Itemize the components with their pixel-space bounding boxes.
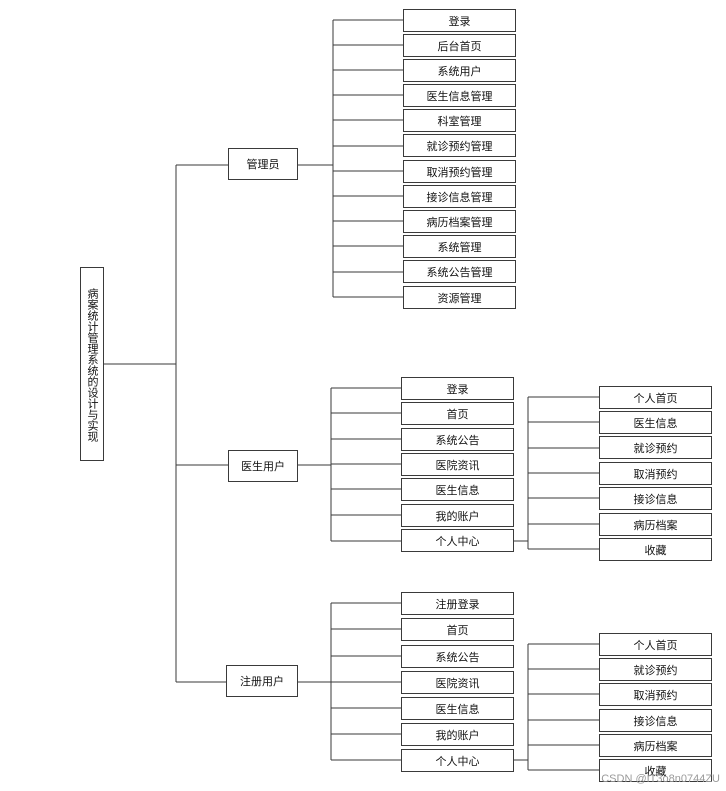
doctor-item: 登录	[401, 377, 514, 400]
registered-sub-item: 接诊信息	[599, 709, 712, 732]
doctor-item: 系统公告	[401, 428, 514, 451]
doctor-sub-item: 取消预约	[599, 462, 712, 485]
admin-item: 病历档案管理	[403, 210, 516, 233]
admin-item: 就诊预约管理	[403, 134, 516, 157]
root-label: 病案统计管理系统的设计与实现	[86, 288, 99, 442]
registered-item: 系统公告	[401, 645, 514, 668]
registered-item: 首页	[401, 618, 514, 641]
admin-item: 科室管理	[403, 109, 516, 132]
registered-item: 注册登录	[401, 592, 514, 615]
registered-item: 医生信息	[401, 697, 514, 720]
doctor-sub-item: 收藏	[599, 538, 712, 561]
doctor-item: 医生信息	[401, 478, 514, 501]
registered-sub-item: 病历档案	[599, 734, 712, 757]
doctor-sub-item: 病历档案	[599, 513, 712, 536]
admin-item: 取消预约管理	[403, 160, 516, 183]
branch-node-doctor: 医生用户	[228, 450, 298, 482]
registered-item: 我的账户	[401, 723, 514, 746]
branch-node-admin: 管理员	[228, 148, 298, 180]
admin-item: 登录	[403, 9, 516, 32]
doctor-item: 个人中心	[401, 529, 514, 552]
branch-node-registered: 注册用户	[226, 665, 298, 697]
registered-sub-item: 个人首页	[599, 633, 712, 656]
registered-item: 个人中心	[401, 749, 514, 772]
registered-item: 医院资讯	[401, 671, 514, 694]
doctor-item: 我的账户	[401, 504, 514, 527]
admin-item: 接诊信息管理	[403, 185, 516, 208]
doctor-sub-item: 接诊信息	[599, 487, 712, 510]
doctor-item: 首页	[401, 402, 514, 425]
branch-label: 医生用户	[241, 460, 285, 473]
doctor-item: 医院资讯	[401, 453, 514, 476]
admin-item: 系统用户	[403, 59, 516, 82]
registered-sub-item: 取消预约	[599, 683, 712, 706]
admin-item: 后台首页	[403, 34, 516, 57]
admin-item: 系统公告管理	[403, 260, 516, 283]
registered-sub-item: 就诊预约	[599, 658, 712, 681]
branch-label: 注册用户	[240, 675, 284, 688]
doctor-sub-item: 就诊预约	[599, 436, 712, 459]
doctor-sub-item: 医生信息	[599, 411, 712, 434]
root-node: 病案统计管理系统的设计与实现	[80, 267, 104, 461]
branch-label: 管理员	[246, 158, 280, 171]
watermark: CSDN @IT3o8n0744ZU	[601, 773, 720, 785]
admin-item: 资源管理	[403, 286, 516, 309]
admin-item: 系统管理	[403, 235, 516, 258]
registered-sub-item: 收藏	[599, 759, 712, 782]
admin-item: 医生信息管理	[403, 84, 516, 107]
doctor-sub-item: 个人首页	[599, 386, 712, 409]
